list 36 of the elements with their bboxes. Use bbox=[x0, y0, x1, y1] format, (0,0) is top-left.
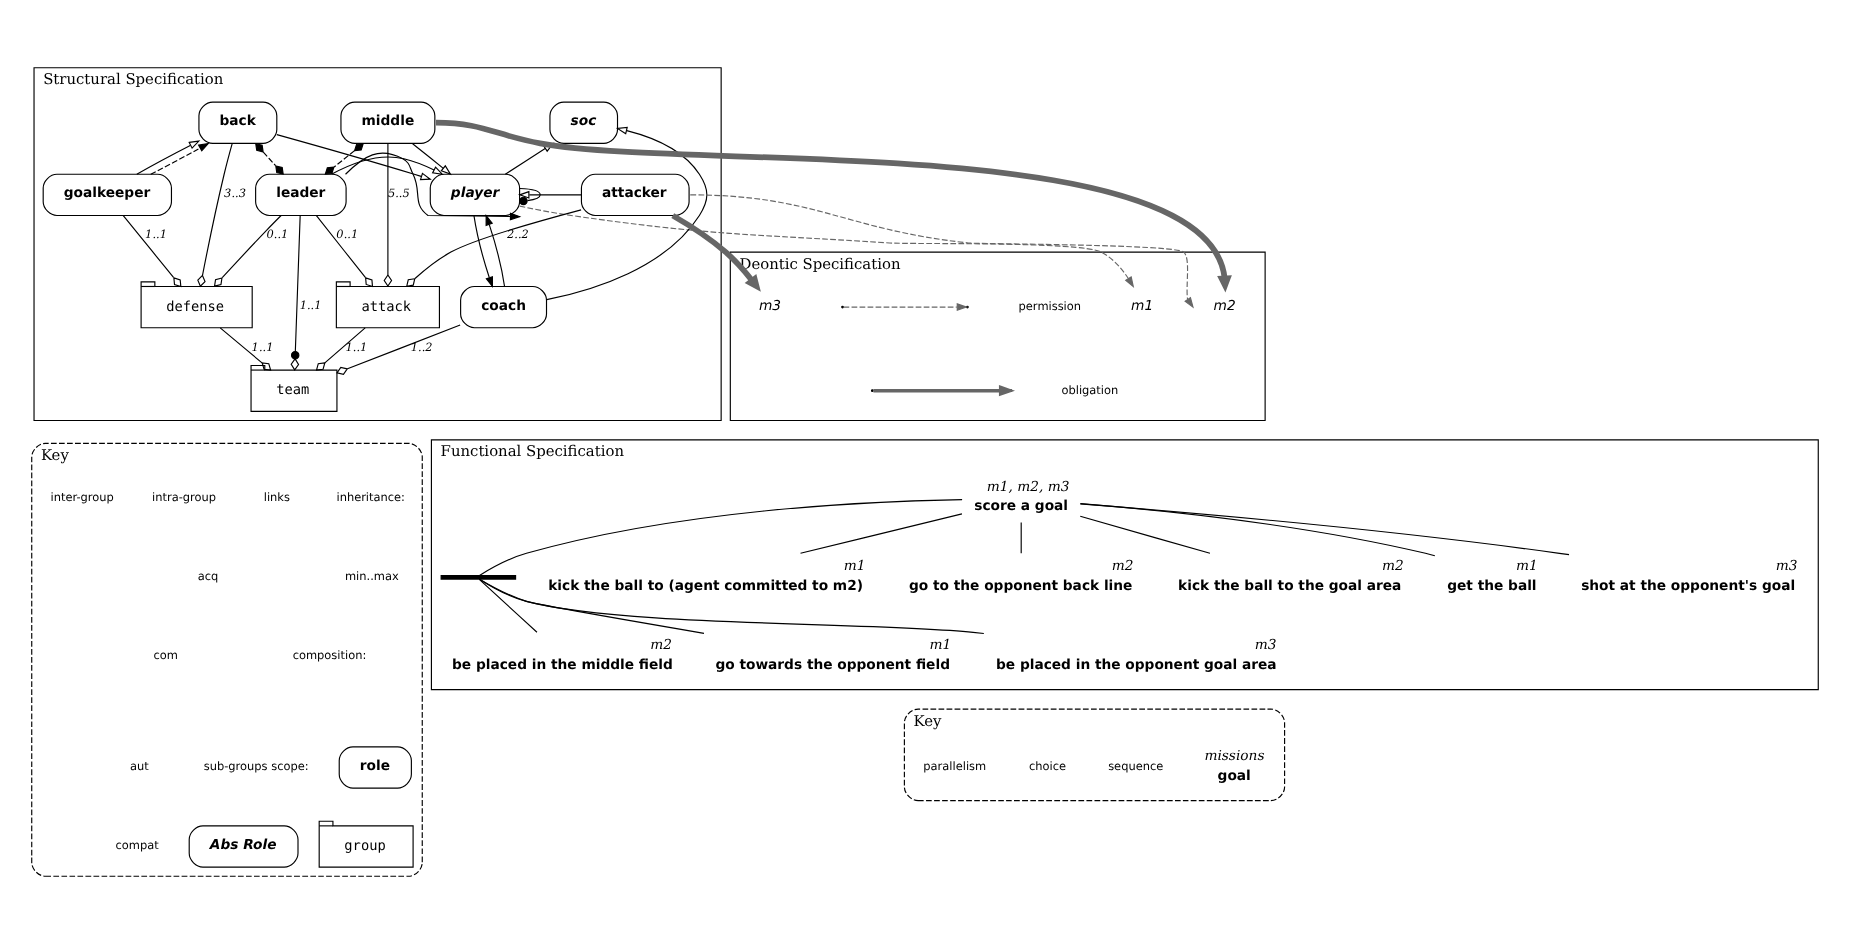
connector bbox=[519, 187, 541, 206]
connector bbox=[213, 214, 282, 287]
connector bbox=[1020, 521, 1022, 554]
connector bbox=[406, 209, 582, 287]
arrow bbox=[504, 142, 555, 175]
connector bbox=[478, 578, 705, 634]
connector bbox=[799, 513, 963, 554]
arrow bbox=[485, 214, 506, 288]
arrow bbox=[517, 190, 582, 199]
connector bbox=[219, 327, 272, 371]
arrow bbox=[344, 152, 522, 221]
connector bbox=[478, 578, 538, 633]
arrow bbox=[276, 134, 432, 181]
arrow bbox=[671, 213, 761, 292]
connector bbox=[1079, 515, 1211, 554]
connector bbox=[197, 142, 233, 288]
connector bbox=[478, 578, 985, 635]
arrow bbox=[412, 143, 452, 176]
connector bbox=[255, 142, 284, 175]
arrow bbox=[546, 126, 708, 301]
connector bbox=[1079, 503, 1436, 557]
connector bbox=[324, 143, 364, 175]
arrow bbox=[150, 142, 210, 175]
connector bbox=[478, 499, 963, 577]
arrow bbox=[519, 205, 1135, 288]
arrow bbox=[331, 156, 444, 175]
connector bbox=[315, 327, 366, 371]
connector bbox=[336, 324, 461, 375]
connector bbox=[383, 142, 393, 288]
arrow bbox=[473, 215, 493, 289]
connector bbox=[290, 215, 301, 371]
arrow bbox=[136, 140, 201, 175]
arrow bbox=[689, 194, 1194, 309]
arrow bbox=[435, 119, 1232, 293]
connector bbox=[1079, 503, 1570, 556]
node-bar bbox=[440, 575, 517, 580]
